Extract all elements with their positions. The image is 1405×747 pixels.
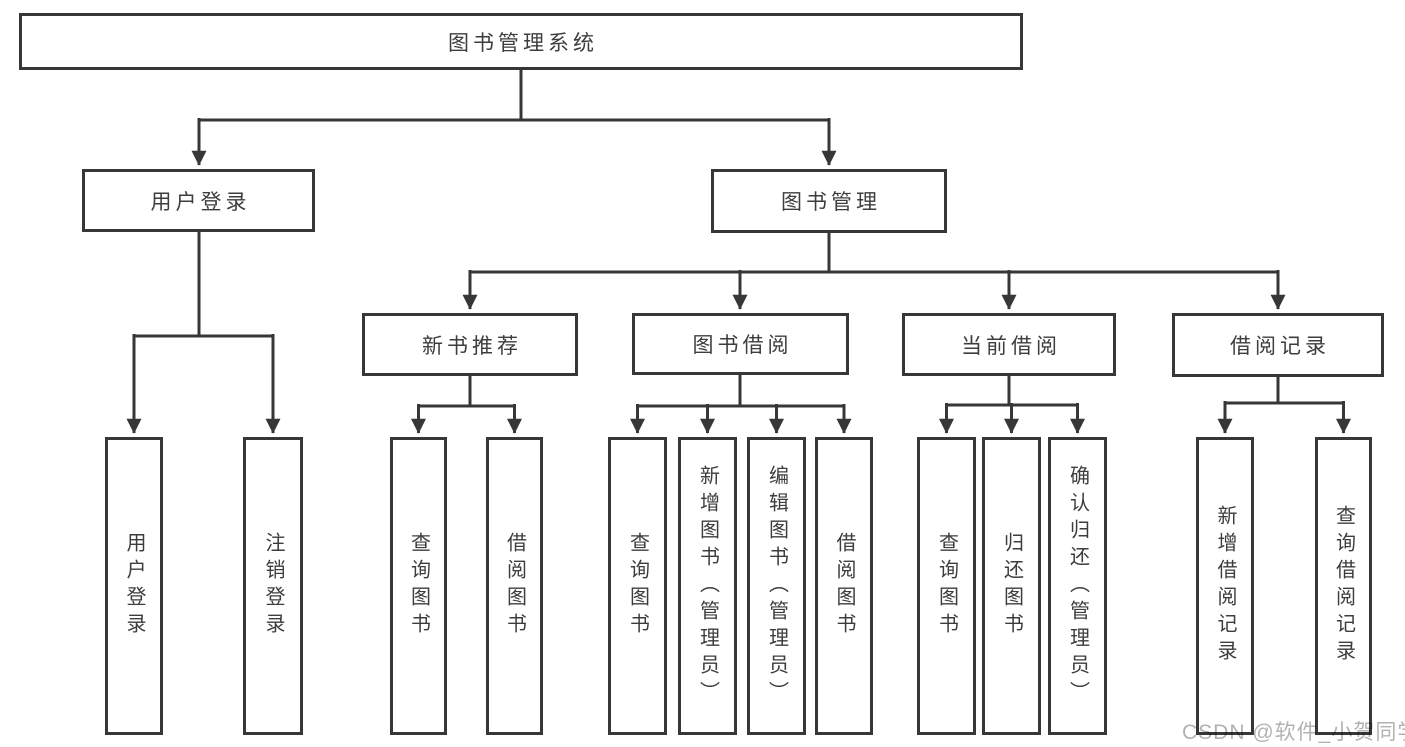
leaf-logout-label: 注销登录 bbox=[262, 532, 284, 640]
node-new-book-recommendation-label: 新书推荐 bbox=[422, 334, 522, 358]
leaf-query-books: 查询图书 bbox=[390, 437, 447, 735]
leaf-user-login-label: 用户登录 bbox=[123, 532, 145, 640]
leaf-add-books-admin: 新增图书（管理员） bbox=[678, 437, 737, 735]
leaf-borrow-books: 借阅图书 bbox=[815, 437, 873, 735]
node-user-login: 用户登录 bbox=[82, 169, 315, 232]
leaf-query-books: 查询图书 bbox=[608, 437, 667, 735]
leaf-user-login: 用户登录 bbox=[105, 437, 163, 735]
leaf-logout: 注销登录 bbox=[243, 437, 303, 735]
leaf-add-borrow-record: 新增借阅记录 bbox=[1196, 437, 1254, 735]
leaf-add-books-admin-label: 新增图书（管理员） bbox=[696, 464, 719, 708]
connector-book-borrow-to-leaves bbox=[630, 375, 852, 434]
node-book-management-label: 图书管理 bbox=[781, 191, 881, 214]
connector-new-book-rec-to-leaves bbox=[411, 376, 522, 434]
leaf-confirm-return-admin: 确认归还（管理员） bbox=[1048, 437, 1107, 735]
node-borrowing-records-label: 借阅记录 bbox=[1230, 335, 1330, 358]
connector-root-to-level2 bbox=[191, 70, 837, 166]
leaf-return-books: 归还图书 bbox=[982, 437, 1041, 735]
leaf-edit-books-admin: 编辑图书（管理员） bbox=[747, 437, 806, 735]
connector-book-mgmt-to-level3 bbox=[462, 233, 1286, 310]
leaf-add-borrow-record-label: 新增借阅记录 bbox=[1214, 505, 1236, 667]
leaf-edit-books-admin-label: 编辑图书（管理员） bbox=[765, 464, 788, 708]
leaf-confirm-return-admin-label: 确认归还（管理员） bbox=[1066, 464, 1089, 708]
node-new-book-recommendation: 新书推荐 bbox=[362, 313, 578, 376]
leaf-borrow-books-label: 借阅图书 bbox=[833, 532, 855, 640]
node-book-management: 图书管理 bbox=[711, 169, 947, 233]
node-current-borrowing: 当前借阅 bbox=[902, 313, 1116, 376]
leaf-query-borrow-record-label: 查询借阅记录 bbox=[1332, 505, 1355, 667]
leaf-query-books-label: 查询图书 bbox=[407, 532, 430, 640]
node-borrowing-records: 借阅记录 bbox=[1172, 313, 1384, 377]
leaf-query-borrow-record: 查询借阅记录 bbox=[1315, 437, 1372, 735]
node-book-borrowing: 图书借阅 bbox=[632, 313, 849, 375]
leaf-return-books-label: 归还图书 bbox=[1000, 532, 1023, 640]
leaf-borrow-books-label: 借阅图书 bbox=[503, 532, 526, 640]
csdn-watermark: CSDN @软件_小贺同学 bbox=[1182, 721, 1405, 744]
node-root-library-system: 图书管理系统 bbox=[19, 13, 1023, 70]
node-current-borrowing-label: 当前借阅 bbox=[961, 334, 1061, 358]
connector-current-borrow-to-leaves bbox=[939, 376, 1085, 434]
leaf-query-books-label: 查询图书 bbox=[935, 532, 958, 640]
connector-borrow-records-to-leaves bbox=[1217, 377, 1351, 434]
leaf-borrow-books: 借阅图书 bbox=[486, 437, 543, 735]
connector-user-login-to-leaves bbox=[126, 232, 281, 434]
node-book-borrowing-label: 图书借阅 bbox=[692, 334, 793, 357]
node-user-login-label: 用户登录 bbox=[150, 190, 251, 214]
node-root-label: 图书管理系统 bbox=[448, 31, 598, 55]
leaf-query-books-label: 查询图书 bbox=[626, 532, 649, 640]
leaf-query-books: 查询图书 bbox=[917, 437, 976, 735]
